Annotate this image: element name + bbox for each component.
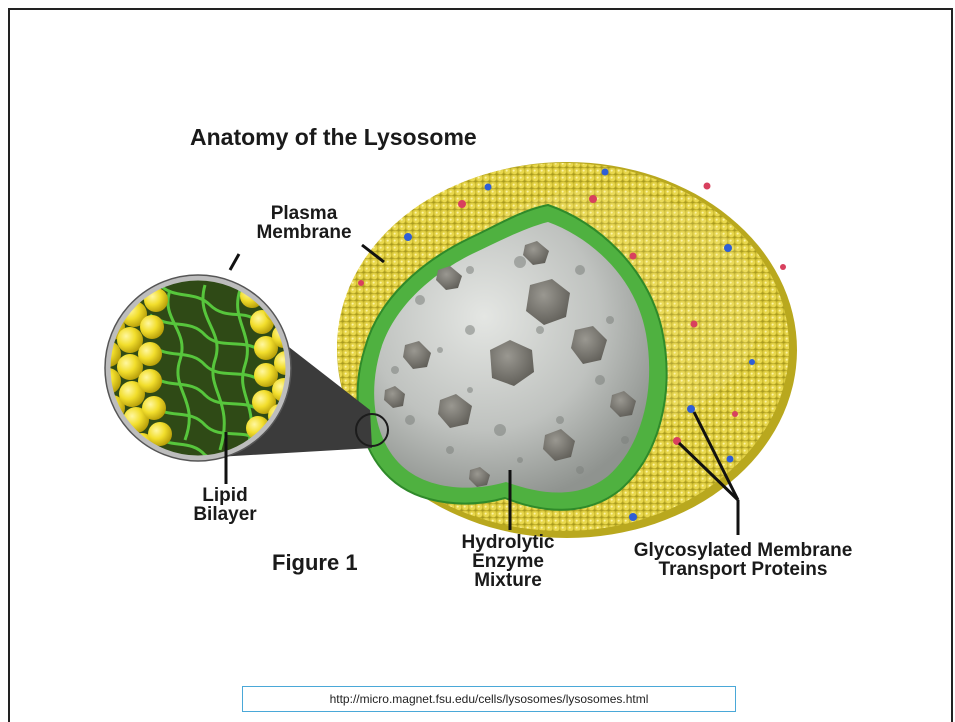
label-hydrolytic-line1: Hydrolytic (444, 533, 572, 552)
label-glycosylated-proteins: Glycosylated Membrane Transport Proteins (604, 541, 882, 579)
label-lipid-line2: Bilayer (170, 505, 280, 524)
label-hydrolytic-line3: Mixture (444, 571, 572, 590)
label-hydrolytic-line2: Enzyme (444, 552, 572, 571)
figure-label: Figure 1 (272, 552, 358, 574)
label-hydrolytic-enzyme: Hydrolytic Enzyme Mixture (444, 533, 572, 590)
label-plasma-membrane: Plasma Membrane (246, 204, 362, 242)
label-lipid-line1: Lipid (170, 486, 280, 505)
label-glyco-line2: Transport Proteins (604, 560, 882, 579)
label-plasma-line1: Plasma (246, 204, 362, 223)
label-plasma-line2: Membrane (246, 223, 362, 242)
source-url-text[interactable]: http://micro.magnet.fsu.edu/cells/lysoso… (330, 692, 649, 706)
label-glyco-line1: Glycosylated Membrane (604, 541, 882, 560)
label-lipid-bilayer: Lipid Bilayer (170, 486, 280, 524)
source-url-box[interactable]: http://micro.magnet.fsu.edu/cells/lysoso… (242, 686, 736, 712)
diagram-title: Anatomy of the Lysosome (190, 126, 477, 149)
plasma-membrane-leader-left (230, 254, 239, 270)
